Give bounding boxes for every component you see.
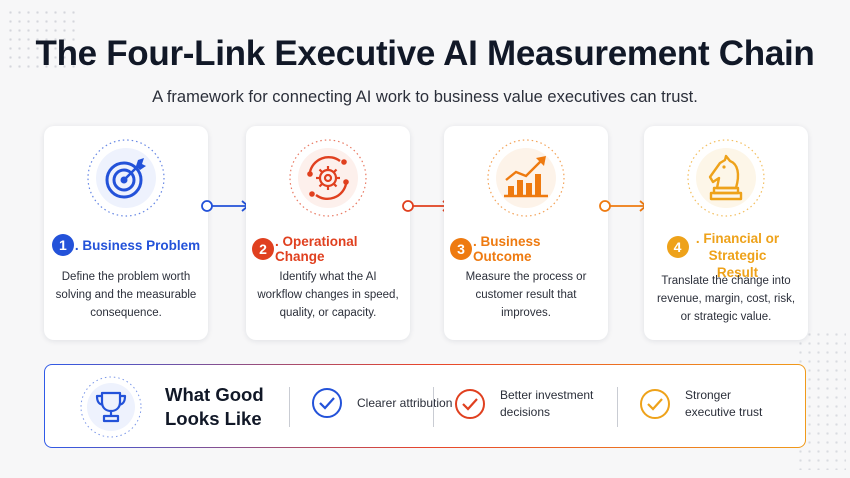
gear-cycle-icon [286, 136, 370, 220]
check-circle-icon [312, 388, 342, 418]
trophy-icon [79, 375, 143, 439]
step-title: 1 . Business Problem [50, 234, 202, 256]
step-title: 4 . Financial or Strategic Result [650, 230, 802, 281]
step-description: Translate the change into revenue, margi… [656, 275, 796, 323]
step-label: . Business Problem [74, 237, 201, 253]
step-number-badge: 2 [252, 238, 274, 260]
step-label: . Business Outcome [473, 234, 541, 264]
chess-knight-icon [684, 136, 768, 220]
benefit-text: Clearer attribution [357, 395, 453, 410]
benefit-text: Stronger executive trust [685, 388, 763, 419]
bar-chart-growth-icon [484, 136, 568, 220]
step-description: Measure the process or customer result t… [465, 271, 587, 319]
step-description: Define the problem worth solving and the… [55, 271, 197, 319]
what-good-looks-like-panel: What Good Looks Like Clearer attribution… [44, 364, 806, 448]
step-card-operational-change: 2 . Operational Change Identify what the… [246, 126, 410, 340]
step-card-business-outcome: 3 . Business Outcome Measure the process… [444, 126, 608, 340]
benefit-item: Better investment decisions [454, 387, 610, 421]
divider [617, 387, 618, 427]
target-icon [84, 136, 168, 220]
divider [433, 387, 434, 427]
step-number-badge: 1 [51, 234, 74, 256]
benefit-item: Clearer attribution [311, 387, 467, 419]
step-title: 2 . Operational Change [252, 234, 404, 264]
step-card-financial-result: 4 . Financial or Strategic Result Transl… [644, 126, 808, 340]
what-good-title: What Good Looks Like [165, 384, 264, 429]
check-circle-icon [640, 389, 670, 419]
page-subtitle: A framework for connecting AI work to bu… [152, 88, 698, 106]
decorative-dots [6, 8, 76, 68]
benefit-item: Stronger executive trust [639, 387, 775, 421]
step-title: 3 . Business Outcome [450, 234, 602, 264]
step-number-badge: 3 [450, 238, 472, 260]
step-card-business-problem: 1 . Business Problem Define the problem … [44, 126, 208, 340]
divider [289, 387, 290, 427]
arrow-connector [201, 196, 251, 216]
benefit-text: Better investment decisions [500, 388, 594, 419]
page-title: The Four-Link Executive AI Measurement C… [35, 34, 815, 73]
step-number-badge: 4 [666, 236, 689, 258]
step-label: . Operational Change [275, 234, 358, 264]
step-label: . Financial or Strategic Result [695, 231, 780, 280]
check-circle-icon [455, 389, 485, 419]
step-description: Identify what the AI workflow changes in… [257, 271, 399, 319]
arrow-connector [599, 196, 649, 216]
